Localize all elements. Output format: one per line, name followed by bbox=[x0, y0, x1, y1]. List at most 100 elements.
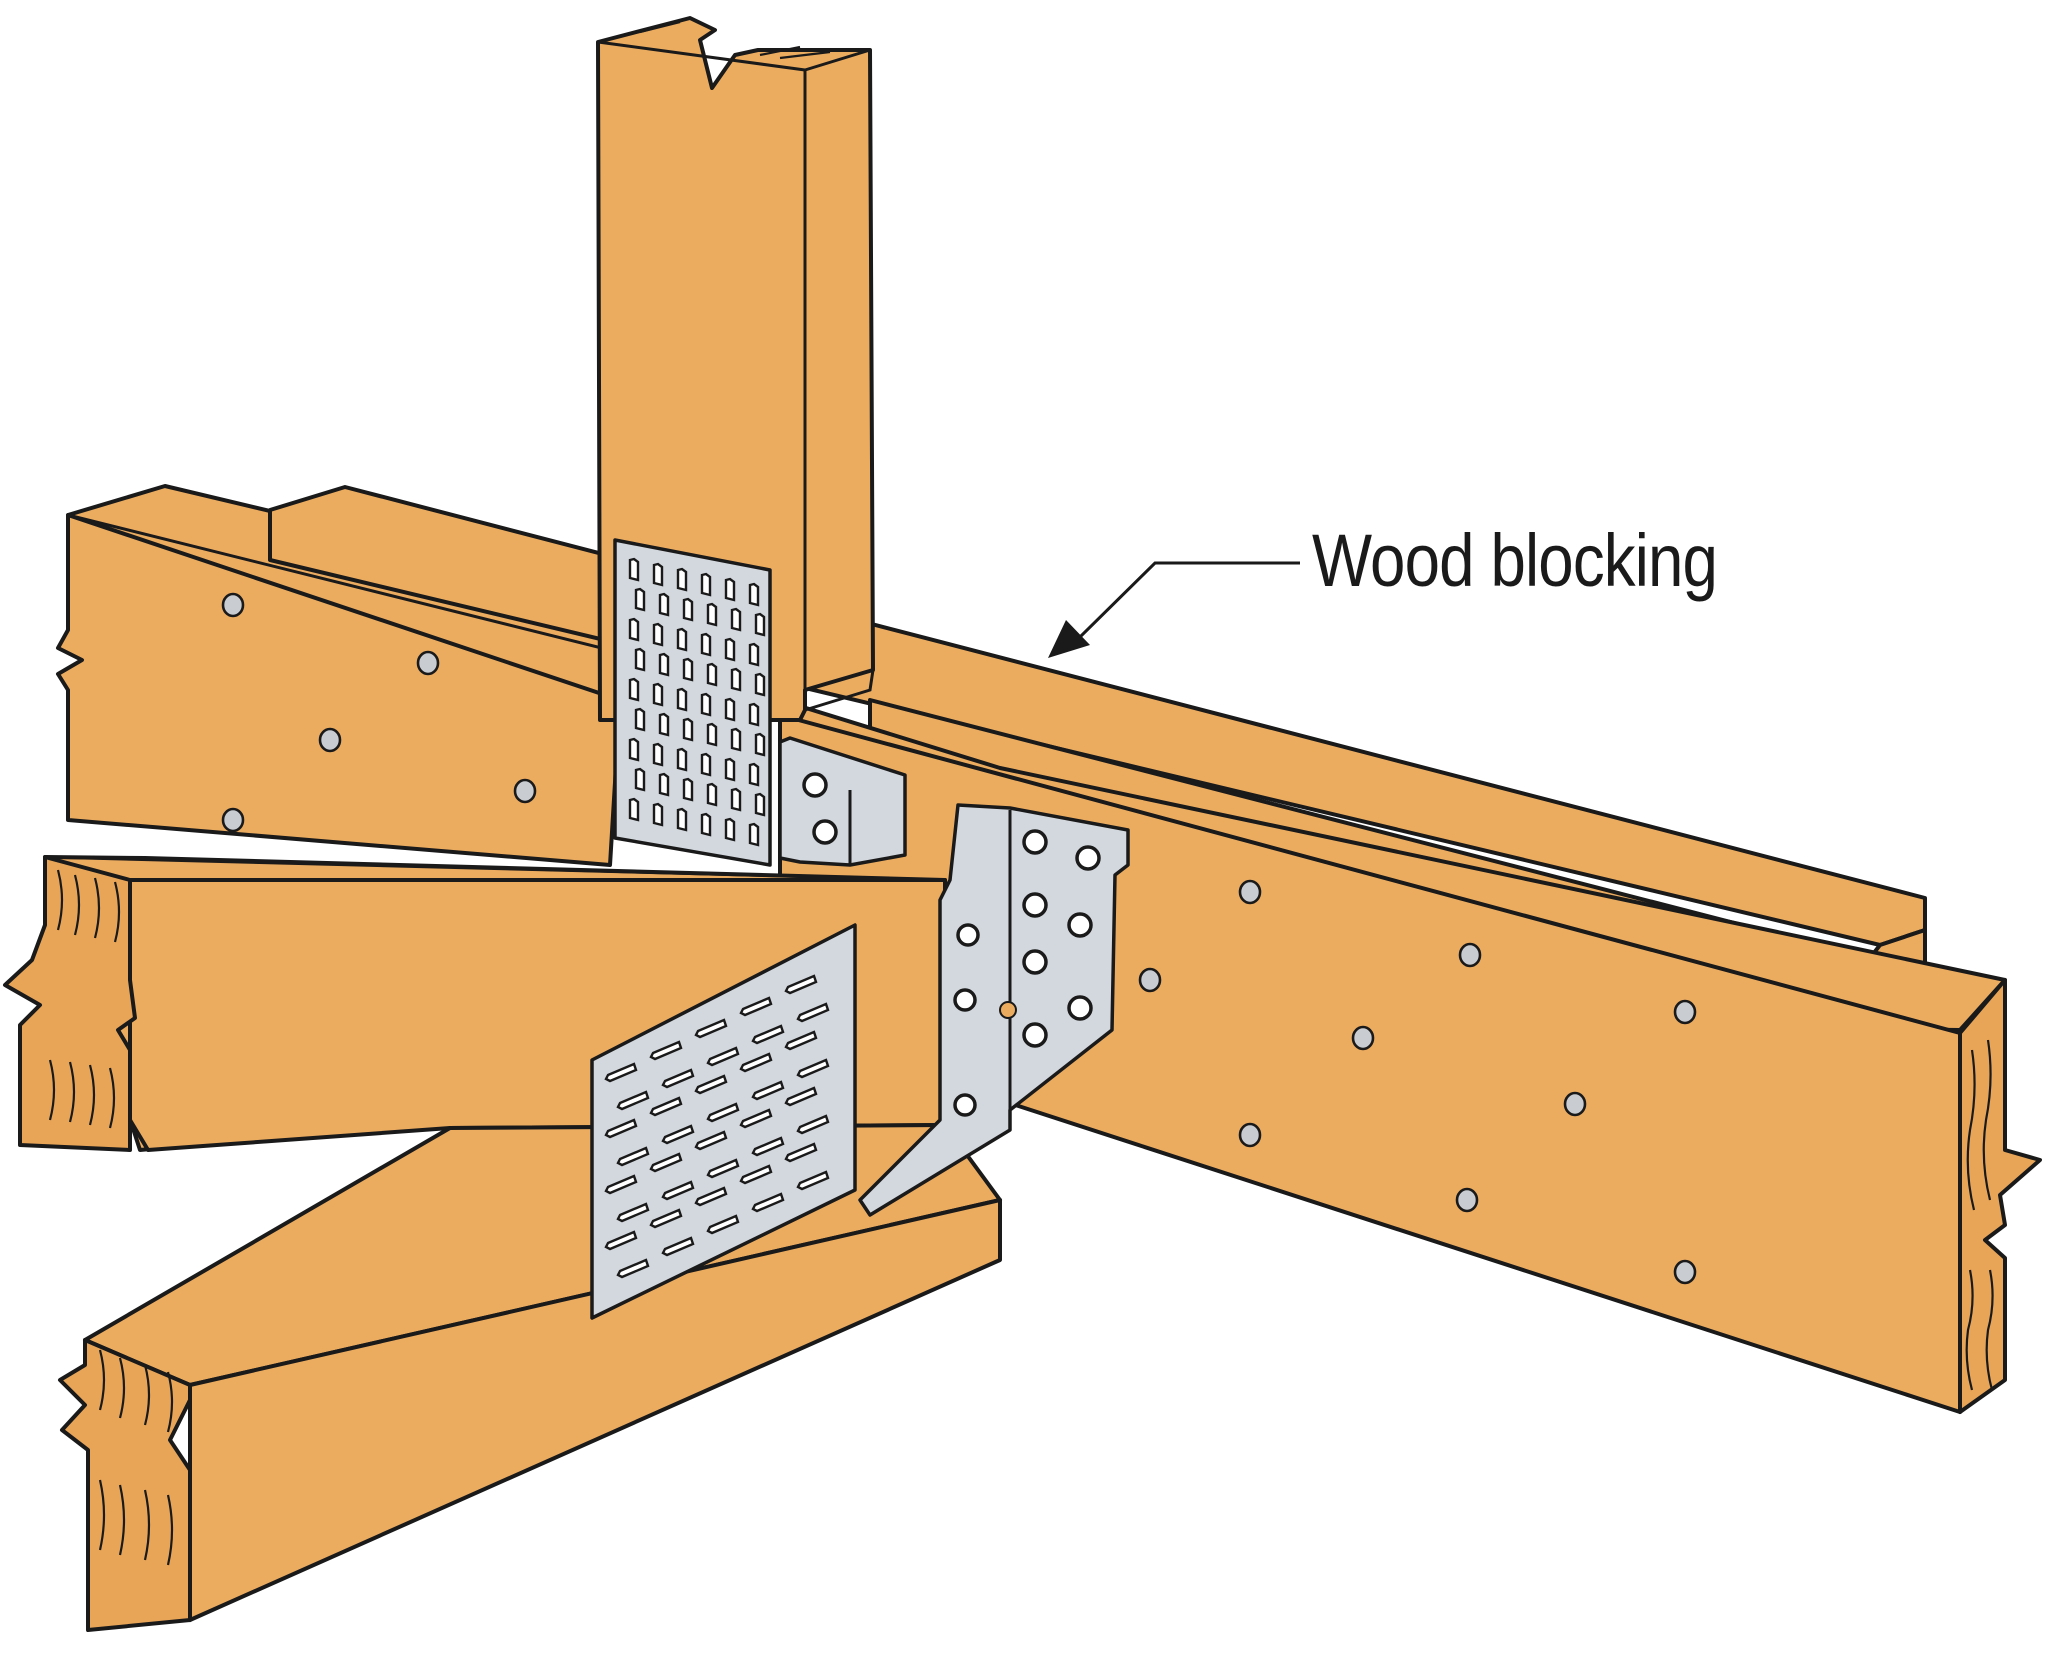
plate-slot bbox=[724, 637, 736, 662]
plate-slot bbox=[784, 1142, 818, 1163]
rear-beam-nails bbox=[221, 592, 537, 833]
plate-slot bbox=[628, 677, 640, 702]
plate-slot bbox=[706, 782, 718, 807]
plate-slot bbox=[661, 1180, 695, 1201]
plate-slot bbox=[730, 787, 742, 812]
plate-slot bbox=[706, 1046, 740, 1067]
plate-slot bbox=[784, 1030, 818, 1051]
plate-slot bbox=[634, 767, 646, 792]
plate-slot bbox=[676, 807, 688, 832]
plate-slot bbox=[682, 777, 694, 802]
wood-blocking-label: Wood blocking bbox=[1312, 519, 1718, 602]
plate-slot bbox=[724, 817, 736, 842]
plate-slot bbox=[700, 572, 712, 597]
plate-slot bbox=[739, 996, 773, 1017]
plate-slot bbox=[730, 667, 742, 692]
plate-slot bbox=[658, 712, 670, 737]
plate-slot bbox=[730, 727, 742, 752]
arrow-head-icon bbox=[1048, 620, 1090, 658]
plate-slot bbox=[706, 1102, 740, 1123]
plate-slot bbox=[616, 1202, 650, 1223]
plate-slot bbox=[694, 1130, 728, 1151]
plate-slot bbox=[604, 1230, 638, 1251]
plate-slot bbox=[634, 647, 646, 672]
plate-slot bbox=[616, 1146, 650, 1167]
plate-slot bbox=[658, 592, 670, 617]
plate-slot bbox=[730, 607, 742, 632]
plate-slot bbox=[706, 1158, 740, 1179]
plate-slot bbox=[724, 577, 736, 602]
plate-slot bbox=[748, 762, 760, 787]
plate-slot bbox=[628, 557, 640, 582]
plate-slot bbox=[751, 1192, 785, 1213]
plate-slot bbox=[634, 707, 646, 732]
plate-slot bbox=[751, 1024, 785, 1045]
plate-slot bbox=[724, 757, 736, 782]
plate-slot bbox=[706, 722, 718, 747]
plate-slot bbox=[649, 1040, 683, 1061]
plate-slot bbox=[652, 622, 664, 647]
plate-slot bbox=[676, 567, 688, 592]
plate-slot bbox=[604, 1062, 638, 1083]
plate-slot bbox=[661, 1236, 695, 1257]
plate-slot bbox=[649, 1152, 683, 1173]
plate-slot bbox=[748, 582, 760, 607]
plate-slot bbox=[661, 1124, 695, 1145]
plate-slot bbox=[784, 1086, 818, 1107]
plate-slot bbox=[616, 1090, 650, 1111]
callout-leader bbox=[1048, 561, 1300, 658]
plate-slot bbox=[658, 652, 670, 677]
plate-slot bbox=[652, 802, 664, 827]
post-strap-plate bbox=[613, 538, 772, 867]
plate-slot bbox=[658, 772, 670, 797]
plate-slot bbox=[700, 752, 712, 777]
plate-slot bbox=[754, 672, 766, 697]
plate-slot bbox=[661, 1068, 695, 1089]
joist-hanger bbox=[858, 803, 1130, 1217]
plate-slot bbox=[676, 747, 688, 772]
plate-slot bbox=[724, 697, 736, 722]
plate-slot bbox=[754, 612, 766, 637]
plate-slot bbox=[616, 1258, 650, 1279]
plate-slot bbox=[604, 1174, 638, 1195]
plate-slot bbox=[694, 1186, 728, 1207]
plate-slot bbox=[700, 632, 712, 657]
plate-slot bbox=[784, 974, 818, 995]
plate-slot bbox=[706, 1214, 740, 1235]
plate-slot bbox=[751, 1080, 785, 1101]
hanger-holes bbox=[953, 829, 1101, 1117]
plate-slot bbox=[649, 1208, 683, 1229]
plate-slot bbox=[652, 562, 664, 587]
vertical-post bbox=[596, 16, 875, 722]
angle-bracket bbox=[778, 736, 907, 867]
plate-slot bbox=[739, 1164, 773, 1185]
plate-slot bbox=[739, 1108, 773, 1129]
plate-slot bbox=[676, 627, 688, 652]
plate-slot bbox=[748, 642, 760, 667]
plate-slot bbox=[682, 597, 694, 622]
plate-slot bbox=[748, 822, 760, 847]
plate-slot bbox=[706, 662, 718, 687]
plate-slot bbox=[694, 1018, 728, 1039]
main-beam-nails bbox=[1138, 879, 1697, 1285]
plate-slot bbox=[700, 812, 712, 837]
plate-slot bbox=[706, 602, 718, 627]
plate-slot bbox=[682, 717, 694, 742]
plate-slot bbox=[682, 657, 694, 682]
plate-slot bbox=[628, 737, 640, 762]
plate-slot bbox=[796, 1114, 830, 1135]
plate-slot bbox=[796, 1058, 830, 1079]
plate-slot bbox=[748, 702, 760, 727]
plate-slot bbox=[652, 742, 664, 767]
plate-slot bbox=[754, 732, 766, 757]
plate-slot bbox=[628, 617, 640, 642]
plate-slot bbox=[796, 1170, 830, 1191]
plate-slot bbox=[796, 1002, 830, 1023]
plate-slot bbox=[634, 587, 646, 612]
plate-slot bbox=[754, 792, 766, 817]
plate-slot bbox=[751, 1136, 785, 1157]
plate-slot bbox=[700, 692, 712, 717]
plate-slot bbox=[649, 1096, 683, 1117]
plate-slot bbox=[694, 1074, 728, 1095]
